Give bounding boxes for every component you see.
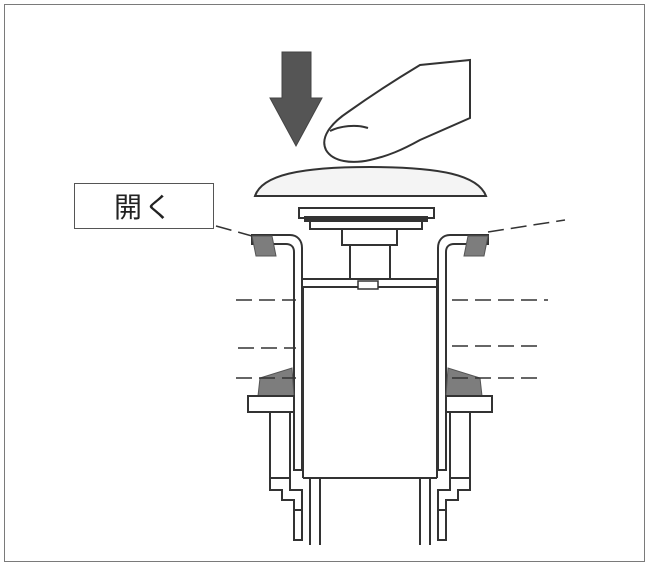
left-drain-body bbox=[251, 234, 303, 541]
reference-lines bbox=[215, 219, 566, 379]
left-lower-gasket bbox=[257, 367, 295, 397]
stopper-stem bbox=[341, 228, 398, 246]
drain-pipe bbox=[302, 287, 438, 545]
open-label-text: 開く bbox=[113, 191, 174, 224]
right-gasket bbox=[463, 235, 489, 257]
down-arrow-icon bbox=[269, 51, 323, 148]
left-gasket bbox=[251, 235, 277, 257]
open-label-box: 開く bbox=[74, 183, 214, 229]
stopper-cap bbox=[253, 165, 488, 197]
finger-icon bbox=[323, 58, 471, 163]
right-lower-gasket bbox=[445, 367, 483, 397]
